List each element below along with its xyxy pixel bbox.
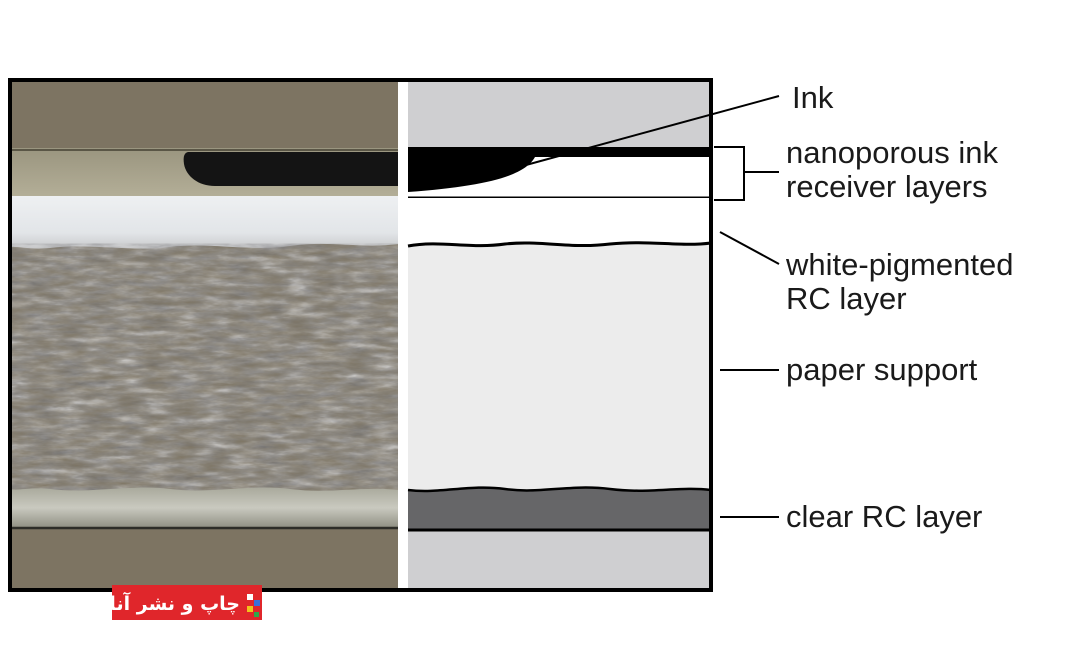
photo-clear-rc-band	[10, 487, 398, 528]
micrograph-photo	[10, 80, 398, 590]
photo-white-rc-band	[10, 196, 398, 249]
label-receiver-line2: receiver layers	[786, 169, 988, 204]
label-receiver-line1: nanoporous ink	[786, 135, 998, 170]
photo-ink-blob	[183, 152, 398, 186]
photo-paper-fibers	[10, 243, 398, 491]
label-clear-rc: clear RC layer	[786, 499, 982, 534]
logo-background	[112, 585, 262, 620]
label-ink: Ink	[792, 80, 834, 115]
label-white-rc-line2: RC layer	[786, 281, 907, 316]
schematic-clear-rc-layer	[408, 487, 711, 530]
leader-lines	[525, 95, 780, 518]
logo-text: چاپ و نشر آنلاین	[78, 591, 240, 615]
diagram-frame	[8, 78, 713, 592]
photo-schematic-divider	[398, 80, 408, 590]
leader-ink	[525, 95, 780, 166]
label-paper-support: paper support	[786, 352, 978, 387]
logo-pixel-icon	[247, 594, 260, 617]
leader-white-rc	[719, 231, 780, 265]
schematic-white-rc-layer	[408, 198, 711, 246]
publisher-logo: چاپ و نشر آنلاین	[78, 585, 262, 620]
schematic-paper-support	[408, 242, 711, 491]
schematic-ink-layer	[408, 148, 711, 192]
label-white-rc-line1: white-pigmented	[785, 247, 1013, 282]
leader-receiver-bracket	[714, 146, 779, 201]
schematic	[407, 80, 712, 590]
